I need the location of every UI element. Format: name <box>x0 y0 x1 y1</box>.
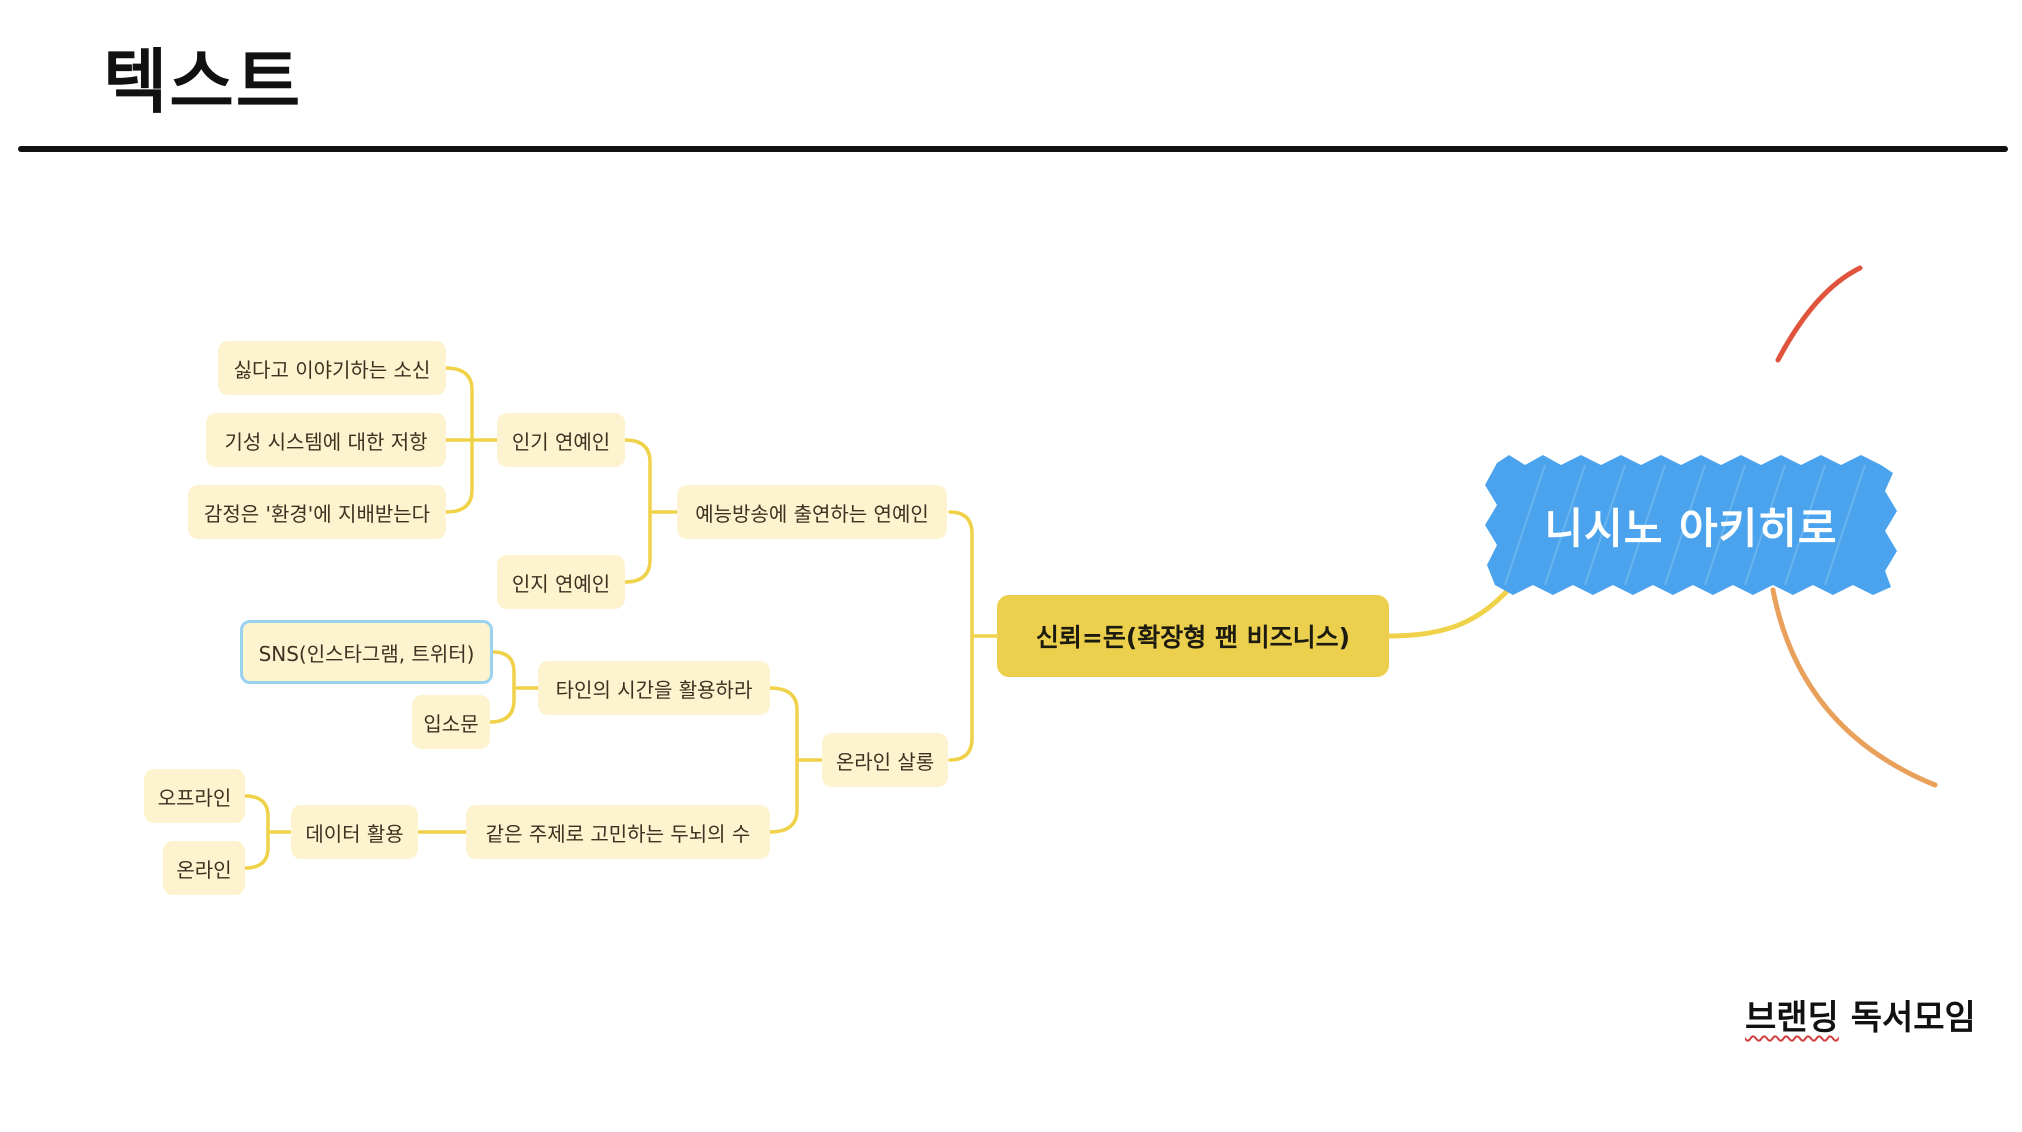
node-variety[interactable]: 예능방송에 출연하는 연예인 <box>677 485 947 539</box>
root-scribble-fill <box>1485 455 1897 595</box>
node-pop3[interactable]: 감정은 '환경'에 지배받는다 <box>188 485 446 539</box>
node-offline[interactable]: 오프라인 <box>144 769 245 823</box>
page-title: 텍스트 <box>103 41 303 123</box>
node-recognized[interactable]: 인지 연예인 <box>497 555 625 609</box>
node-popular[interactable]: 인기 연예인 <box>497 413 625 467</box>
node-pop2[interactable]: 기성 시스템에 대한 저항 <box>206 413 446 467</box>
footer-label: 브랜딩 독서모임 <box>1745 990 1976 1039</box>
root-node[interactable]: 니시노 아키히로 <box>1485 455 1897 595</box>
node-word-of-mouth[interactable]: 입소문 <box>412 695 490 749</box>
footer-reading-club: 독서모임 <box>1850 998 1976 1038</box>
footer-branding: 브랜딩 <box>1745 998 1839 1038</box>
hub-node[interactable]: 신뢰=돈(확장형 팬 비즈니스) <box>997 595 1389 677</box>
node-same-topic[interactable]: 같은 주제로 고민하는 두뇌의 수 <box>466 805 770 859</box>
node-data-use[interactable]: 데이터 활용 <box>291 805 418 859</box>
node-others-time[interactable]: 타인의 시간을 활용하라 <box>538 661 770 715</box>
title-divider <box>18 146 2008 152</box>
root-label: 니시노 아키히로 <box>1544 503 1838 553</box>
node-online[interactable]: 온라인 <box>163 841 245 895</box>
node-salon[interactable]: 온라인 살롱 <box>822 733 948 787</box>
node-pop1[interactable]: 싫다고 이야기하는 소신 <box>218 341 446 395</box>
node-sns[interactable]: SNS(인스타그램, 트위터) <box>240 620 493 684</box>
